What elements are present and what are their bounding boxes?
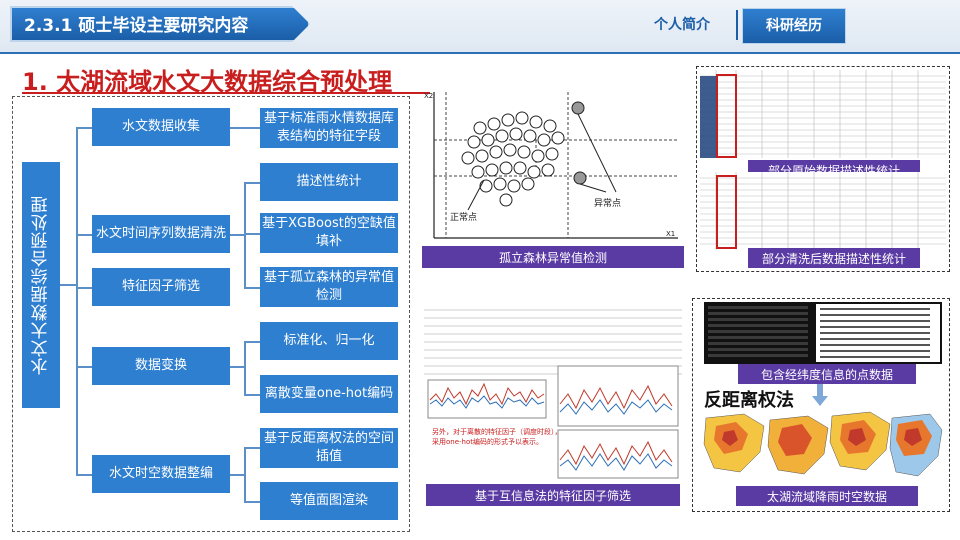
clean-stats-table bbox=[700, 172, 946, 250]
tree-leaf-descriptive-stats: 描述性统计 bbox=[260, 163, 398, 201]
rainfall-maps bbox=[700, 410, 944, 484]
tree-node-spatiotemporal: 水文时空数据整编 bbox=[92, 455, 230, 493]
nav-profile-button[interactable]: 个人简介 bbox=[654, 17, 710, 33]
connector bbox=[76, 287, 92, 289]
tree-leaf-isolation-forest: 基于孤立森林的异常值检测 bbox=[260, 267, 398, 307]
connector bbox=[244, 287, 260, 289]
connector bbox=[76, 474, 92, 476]
tree-leaf-idw-interpolation: 基于反距离权法的空间插值 bbox=[260, 428, 398, 468]
connector bbox=[244, 233, 260, 235]
connector bbox=[76, 234, 92, 236]
connector bbox=[244, 447, 246, 502]
axis-x-label: X1 bbox=[666, 230, 675, 238]
connector bbox=[230, 127, 260, 129]
connector bbox=[76, 366, 92, 368]
tree-node-feature-selection: 特征因子筛选 bbox=[92, 268, 230, 306]
tree-leaf-contour-render: 等值面图渲染 bbox=[260, 482, 398, 520]
section-title-underline bbox=[22, 92, 430, 94]
tree-node-data-transform: 数据变换 bbox=[92, 347, 230, 385]
idw-caption: 太湖流域降雨时空数据 bbox=[736, 486, 918, 506]
connector bbox=[60, 284, 76, 286]
connector bbox=[244, 447, 260, 449]
header-divider bbox=[0, 52, 960, 54]
tree-leaf-one-hot: 离散变量one-hot编码 bbox=[260, 375, 398, 413]
tree-leaf-xgboost-impute: 基于XGBoost的空缺值填补 bbox=[260, 213, 398, 253]
point-data-terminal bbox=[704, 302, 942, 364]
mutual-info-note-line1: 另外，对于离散的特征因子（调度时段）， bbox=[432, 427, 562, 436]
tree-node-data-collection: 水文数据收集 bbox=[92, 108, 230, 146]
anomaly-point-label: 异常点 bbox=[594, 197, 621, 209]
mutual-info-caption: 基于互信息法的特征因子筛选 bbox=[426, 484, 680, 506]
connector bbox=[76, 127, 92, 129]
connector bbox=[244, 341, 260, 343]
connector bbox=[244, 182, 246, 288]
isolation-forest-caption: 孤立森林异常值检测 bbox=[422, 246, 684, 268]
raw-stats-table bbox=[700, 70, 946, 158]
connector bbox=[230, 234, 244, 236]
connector bbox=[76, 127, 78, 475]
isolation-forest-figure: X2 X1 正常点 异常点 bbox=[420, 80, 686, 248]
slide-title: 2.3.1 硕士毕设主要研究内容 bbox=[10, 6, 310, 42]
tree-root-box bbox=[22, 162, 60, 408]
connector bbox=[230, 366, 244, 368]
stats-panel-frame bbox=[696, 66, 950, 272]
normal-point-label: 正常点 bbox=[450, 211, 477, 223]
tree-leaf-normalization: 标准化、归一化 bbox=[260, 322, 398, 360]
point-data-caption: 包含经纬度信息的点数据 bbox=[738, 364, 916, 384]
process-tree-frame bbox=[12, 96, 410, 532]
idw-label: 反距离权法 bbox=[704, 390, 794, 411]
connector bbox=[244, 341, 246, 395]
mutual-info-note-line2: 采用one-hot编码的形式予以表示。 bbox=[432, 437, 543, 446]
tree-root-label: 水文大数据综合预处理 bbox=[31, 195, 52, 375]
mutual-info-figure: 另外，对于离散的特征因子（调度时段）， 采用one-hot编码的形式予以表示。 bbox=[422, 304, 684, 482]
nav-separator bbox=[736, 10, 738, 40]
tree-node-data-cleaning: 水文时间序列数据清洗 bbox=[92, 215, 230, 253]
connector bbox=[244, 182, 260, 184]
connector bbox=[230, 474, 244, 476]
idw-panel-frame bbox=[692, 298, 950, 512]
down-arrow-icon bbox=[812, 384, 828, 406]
nav-research-button[interactable]: 科研经历 bbox=[742, 8, 846, 44]
axis-y-label: X2 bbox=[424, 92, 433, 100]
tree-leaf-db-fields: 基于标准雨水情数据库表结构的特征字段 bbox=[260, 108, 398, 148]
clean-stats-caption: 部分清洗后数据描述性统计 bbox=[748, 248, 920, 268]
section-title: 1. 太湖流域水文大数据综合预处理 bbox=[22, 68, 393, 96]
connector bbox=[244, 501, 260, 503]
connector bbox=[244, 394, 260, 396]
